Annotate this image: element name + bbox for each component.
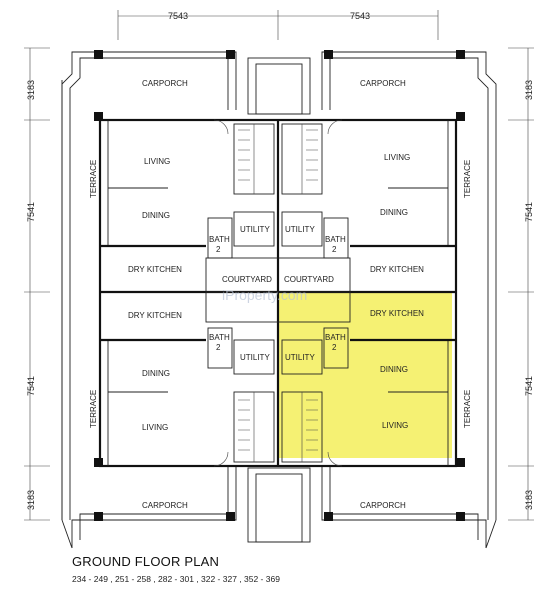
label-carporch-tr: CARPORCH bbox=[360, 79, 406, 88]
building-walls bbox=[98, 118, 458, 468]
label-dining-br: DINING bbox=[380, 365, 408, 374]
dim-top-left: 7543 bbox=[168, 11, 188, 21]
label-bath-no-br: 2 bbox=[332, 343, 337, 352]
watermark: iProperty.com bbox=[222, 287, 307, 303]
label-bath-tr: BATH bbox=[325, 235, 346, 244]
label-living-bl: LIVING bbox=[142, 423, 168, 432]
label-utility-br: UTILITY bbox=[285, 353, 315, 362]
dim-left-top: 3183 bbox=[26, 80, 36, 100]
label-terrace-bl: TERRACE bbox=[89, 390, 98, 428]
top-dimension-line: 7543 7543 bbox=[117, 10, 439, 40]
plan-title: GROUND FLOOR PLAN bbox=[72, 554, 220, 569]
label-utility-tl: UTILITY bbox=[240, 225, 270, 234]
label-bath-no-tr: 2 bbox=[332, 245, 337, 254]
central-channel bbox=[247, 57, 311, 543]
label-living-tr: LIVING bbox=[384, 153, 410, 162]
label-carporch-tl: CARPORCH bbox=[142, 79, 188, 88]
label-dry-kitchen-br: DRY KITCHEN bbox=[370, 309, 424, 318]
dim-right-top: 3183 bbox=[524, 80, 534, 100]
dim-left-upper: 7541 bbox=[26, 202, 36, 222]
label-terrace-tr: TERRACE bbox=[463, 160, 472, 198]
lot-numbers: 234 - 249 , 251 - 258 , 282 - 301 , 322 … bbox=[72, 574, 280, 584]
dim-right-upper: 7541 bbox=[524, 202, 534, 222]
right-dimension-line: 3183 7541 7541 3183 bbox=[508, 47, 534, 521]
label-bath-no-bl: 2 bbox=[216, 343, 221, 352]
label-dining-tr: DINING bbox=[380, 208, 408, 217]
room-labels: CARPORCH CARPORCH CARPORCH CARPORCH LIVI… bbox=[89, 79, 472, 510]
label-living-tl: LIVING bbox=[144, 157, 170, 166]
dim-top-right: 7543 bbox=[350, 11, 370, 21]
label-courtyard-l: COURTYARD bbox=[222, 275, 272, 284]
label-carporch-br: CARPORCH bbox=[360, 501, 406, 510]
dim-right-lower: 7541 bbox=[524, 376, 534, 396]
label-utility-bl: UTILITY bbox=[240, 353, 270, 362]
dim-left-bottom: 3183 bbox=[26, 490, 36, 510]
label-terrace-tl: TERRACE bbox=[89, 160, 98, 198]
site-boundary bbox=[61, 51, 497, 549]
label-bath-br: BATH bbox=[325, 333, 346, 342]
dim-right-bottom: 3183 bbox=[524, 490, 534, 510]
label-bath-bl: BATH bbox=[209, 333, 230, 342]
highlighted-unit bbox=[278, 292, 452, 458]
label-courtyard-r: COURTYARD bbox=[284, 275, 334, 284]
columns bbox=[94, 50, 465, 521]
label-dry-kitchen-tl: DRY KITCHEN bbox=[128, 265, 182, 274]
label-dining-bl: DINING bbox=[142, 369, 170, 378]
dim-left-lower: 7541 bbox=[26, 376, 36, 396]
label-utility-tr: UTILITY bbox=[285, 225, 315, 234]
label-bath-tl: BATH bbox=[209, 235, 230, 244]
label-living-br: LIVING bbox=[382, 421, 408, 430]
label-bath-no-tl: 2 bbox=[216, 245, 221, 254]
label-carporch-bl: CARPORCH bbox=[142, 501, 188, 510]
label-dining-tl: DINING bbox=[142, 211, 170, 220]
label-dry-kitchen-tr: DRY KITCHEN bbox=[370, 265, 424, 274]
label-terrace-br: TERRACE bbox=[463, 390, 472, 428]
label-dry-kitchen-bl: DRY KITCHEN bbox=[128, 311, 182, 320]
left-dimension-line: 3183 7541 7541 3183 bbox=[24, 47, 50, 521]
